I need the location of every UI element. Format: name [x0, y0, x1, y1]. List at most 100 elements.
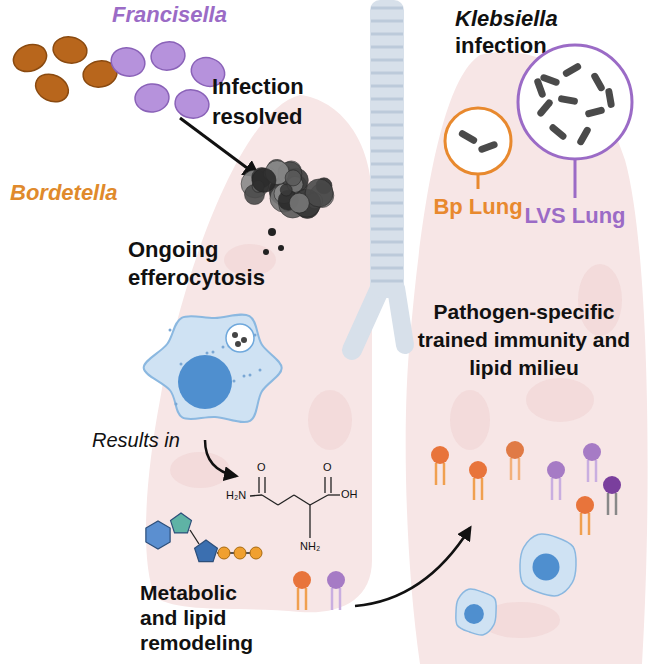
text-label: Francisella	[112, 2, 227, 28]
cytoplasm-dot	[212, 351, 215, 354]
atom-label: OH	[341, 488, 358, 501]
magnified-view: LVS Lung	[510, 40, 640, 233]
cell-debris	[241, 159, 334, 255]
text-label: Pathogen-specific trained immunity and l…	[410, 298, 638, 382]
trachea-ring	[371, 228, 403, 231]
trachea-ring	[371, 7, 403, 10]
klebsiella-bacterium	[590, 72, 606, 93]
lipid-tail	[588, 513, 591, 535]
left-bronchus	[352, 288, 380, 350]
lipid-tail	[559, 478, 562, 500]
lipid-head	[469, 461, 487, 479]
chemical-bond	[190, 530, 199, 544]
text-label: Klebsiella	[455, 6, 558, 32]
cytoplasm-dot	[233, 380, 236, 383]
lung-texture	[308, 390, 352, 450]
cytoplasm-dot	[249, 374, 252, 377]
view-stem	[574, 159, 577, 198]
debris-dot	[278, 245, 284, 251]
chemical-bond	[328, 494, 340, 495]
lipid-tail	[331, 588, 334, 610]
atom-label: H₂N	[226, 489, 246, 502]
lipid-tail	[510, 458, 513, 480]
trachea-ring	[371, 202, 403, 205]
phosphate-group	[218, 547, 230, 559]
chemical-bond	[330, 477, 331, 493]
phagosome	[226, 324, 254, 352]
debris-fragment	[280, 184, 292, 196]
lipid-head	[431, 446, 449, 464]
trachea	[370, 0, 404, 298]
trachea-ring	[371, 215, 403, 218]
klebsiella-bacterium	[558, 95, 579, 105]
debris-fragment	[285, 170, 301, 186]
klebsiella-bacterium	[584, 106, 605, 118]
francisella-bacterium	[173, 87, 211, 120]
lipid-tail	[607, 493, 610, 515]
trachea-ring	[371, 98, 403, 101]
text-label: Results in	[92, 428, 180, 452]
engulfed-debris	[241, 337, 247, 343]
lipid-tail	[297, 588, 300, 610]
trachea-ring	[371, 111, 403, 114]
trachea-ring	[371, 137, 403, 140]
lipid-tail	[305, 588, 308, 610]
lipid-tail	[580, 513, 583, 535]
lipid-tail	[615, 493, 618, 515]
klebsiella-bacterium	[548, 123, 568, 141]
klebsiella-bacterium	[533, 77, 546, 98]
trachea-ring	[371, 254, 403, 257]
chemical-bond	[309, 505, 310, 538]
bordetella-bacterium	[31, 69, 73, 107]
chemical-bond	[264, 477, 265, 493]
klebsiella-bacterium	[562, 62, 583, 78]
cell-nucleus	[533, 554, 560, 581]
debris-dot	[263, 249, 269, 255]
lipid-tail	[587, 460, 590, 482]
chemical-bond	[250, 495, 262, 496]
lipid-head	[583, 443, 601, 461]
cytoplasm-dot	[175, 403, 178, 406]
chemical-bond	[310, 495, 328, 505]
phosphate-group	[234, 547, 246, 559]
trachea-ring	[371, 124, 403, 127]
macrophage	[144, 314, 282, 422]
text-label: Infection resolved	[212, 72, 362, 132]
transfer-arrow	[355, 528, 470, 606]
lipid-tail	[551, 478, 554, 500]
trachea-ring	[371, 163, 403, 166]
trachea-ring	[371, 59, 403, 62]
view-circle	[445, 108, 511, 174]
chemical-bond	[324, 477, 325, 493]
lipid-tail	[339, 588, 342, 610]
lipid-head	[603, 476, 621, 494]
immune-cell	[456, 589, 496, 635]
view-label: Bp Lung	[430, 193, 526, 220]
cytoplasm-dot	[259, 369, 262, 372]
macrophage-nucleus	[178, 355, 232, 409]
trachea-ring	[371, 85, 403, 88]
bordetella-bacterium	[10, 40, 51, 76]
engulfed-debris	[232, 332, 238, 338]
text-label: Metabolic and lipid remodeling	[140, 580, 275, 655]
engulfed-debris	[235, 341, 241, 347]
lipid-tail	[443, 463, 446, 485]
klebsiella-bacterium	[477, 140, 498, 153]
lipid-head	[576, 496, 594, 514]
imidazole-ring	[171, 513, 192, 533]
lipid-head	[327, 571, 345, 589]
debris-dot	[268, 228, 276, 236]
view-label: LVS Lung	[510, 202, 640, 229]
purine-ring	[146, 521, 170, 549]
lung-texture	[526, 378, 594, 422]
klebsiella-bacterium	[539, 73, 560, 86]
trachea-ring	[371, 20, 403, 23]
lipid-tail	[518, 458, 521, 480]
lipid-tail	[595, 460, 598, 482]
text-label: Bordetella	[10, 180, 118, 206]
chemical-bond	[262, 495, 278, 505]
view-circle	[518, 45, 632, 159]
chemical-bond	[278, 495, 294, 505]
trachea-ring	[371, 241, 403, 244]
debris-fragment	[252, 168, 276, 192]
